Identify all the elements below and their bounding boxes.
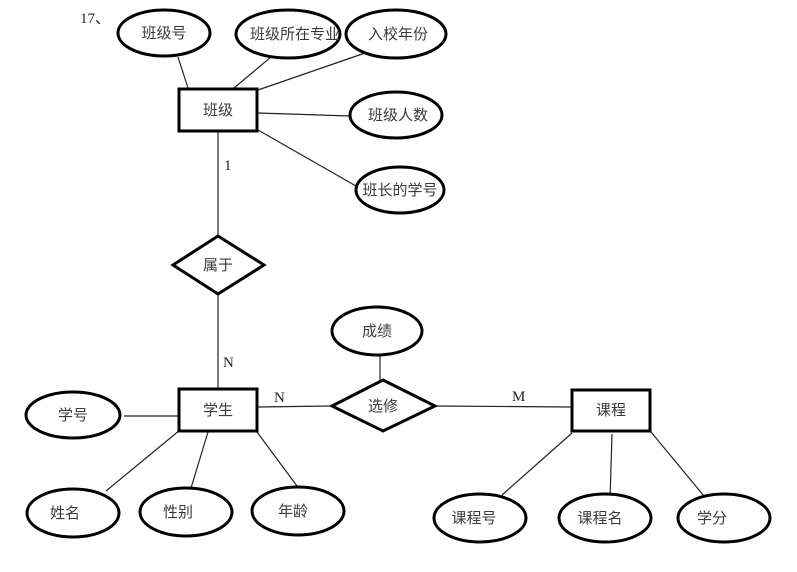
relationship-belongs: 属于 bbox=[170, 234, 267, 296]
attribute-class-monitor: 班长的学号 bbox=[354, 165, 446, 215]
attribute-label: 课程名 bbox=[577, 509, 622, 527]
edge-class-class_id bbox=[177, 56, 189, 89]
attribute-label: 班级人数 bbox=[368, 106, 428, 124]
attribute-label: 性别 bbox=[163, 503, 193, 521]
edge-course-course_credit bbox=[650, 431, 705, 497]
cardinality-student-enroll: N bbox=[274, 390, 285, 406]
edge-student-student_name bbox=[105, 429, 181, 492]
attribute-course-credit: 学分 bbox=[676, 492, 772, 544]
relationship-enroll: 选修 bbox=[328, 378, 439, 433]
edge-course-course_name bbox=[609, 433, 613, 501]
attribute-grade: 成绩 bbox=[330, 305, 424, 357]
edge-class-class_size bbox=[257, 112, 351, 117]
attribute-course-name: 课程名 bbox=[557, 492, 653, 544]
attribute-student-age: 年龄 bbox=[250, 485, 346, 537]
attribute-student-id: 学号 bbox=[24, 390, 122, 440]
question-number: 17、 bbox=[80, 11, 110, 27]
relationship-label: 属于 bbox=[203, 256, 233, 274]
edge-class-class_year bbox=[257, 51, 369, 91]
attribute-student-name: 姓名 bbox=[25, 487, 121, 539]
entity-label: 学生 bbox=[203, 401, 233, 419]
attribute-label: 学分 bbox=[697, 509, 727, 527]
edge-course-course_id bbox=[501, 432, 573, 496]
attribute-class-size: 班级人数 bbox=[348, 90, 444, 140]
cardinality-belongs-student: N bbox=[223, 355, 234, 371]
attribute-label: 学号 bbox=[58, 406, 88, 424]
attribute-label: 姓名 bbox=[50, 504, 80, 522]
attribute-student-gender: 性别 bbox=[138, 486, 234, 538]
edge-student-student_gender bbox=[190, 431, 209, 489]
edge-student-enroll bbox=[257, 405, 332, 408]
attribute-label: 课程号 bbox=[451, 509, 496, 527]
attribute-label: 班级所在专业 bbox=[250, 25, 340, 43]
relationship-label: 选修 bbox=[368, 397, 398, 415]
cardinality-class-belongs: 1 bbox=[224, 158, 232, 174]
edge-class-class_major bbox=[233, 56, 272, 89]
attribute-label: 入校年份 bbox=[368, 25, 428, 43]
edge-class-class_monitor bbox=[257, 129, 357, 187]
attribute-course-id: 课程号 bbox=[432, 492, 528, 544]
attribute-label: 年龄 bbox=[278, 502, 308, 520]
entity-label: 班级 bbox=[203, 101, 233, 119]
attribute-label: 成绩 bbox=[362, 322, 392, 340]
entity-course: 课程 bbox=[570, 388, 652, 433]
attribute-class-id: 班级号 bbox=[116, 8, 212, 58]
edge-enroll-course bbox=[435, 405, 572, 408]
attribute-label: 班级号 bbox=[141, 24, 186, 42]
attribute-class-year: 入校年份 bbox=[344, 8, 448, 60]
attribute-label: 班长的学号 bbox=[362, 181, 437, 199]
cardinality-enroll-course: M bbox=[512, 389, 525, 405]
edges bbox=[105, 51, 705, 501]
entity-class: 班级 bbox=[177, 87, 259, 133]
edge-student-student_age bbox=[256, 431, 298, 487]
entity-label: 课程 bbox=[596, 401, 626, 419]
entity-student: 学生 bbox=[177, 387, 259, 433]
attribute-class-major: 班级所在专业 bbox=[234, 8, 342, 60]
